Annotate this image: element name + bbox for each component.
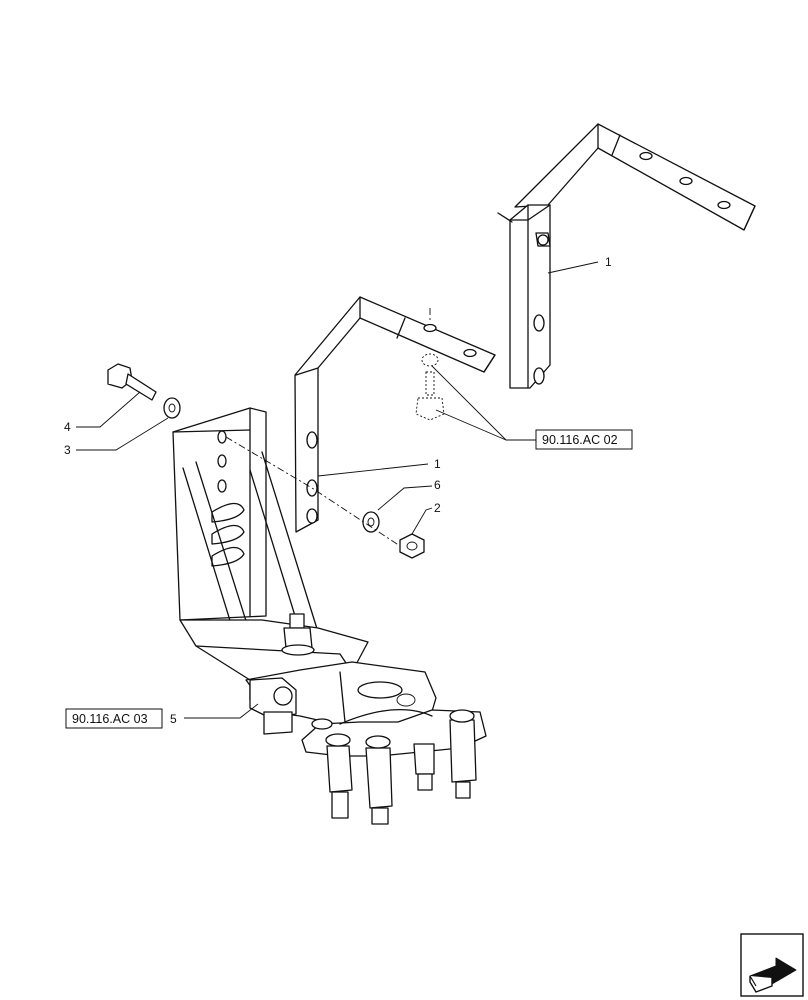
next-page-arrow-icon[interactable] [740,933,804,997]
callout-2: 2 [434,501,441,515]
callout-3: 3 [64,443,71,457]
leader-lines [76,261,599,719]
assembly-axis-line [225,436,401,547]
reference-box-ac02[interactable]: 90.116.AC 02 [535,429,633,450]
rear-bracket-part [497,123,756,389]
callout-5: 5 [170,712,177,726]
reference-box-ac03[interactable]: 90.116.AC 03 [65,708,163,729]
left-bolt-hardware [107,363,181,419]
callout-4: 4 [64,420,71,434]
callout-1-front: 1 [434,457,441,471]
front-bracket-part [294,296,496,533]
svg-text:90.116.AC 03: 90.116.AC 03 [72,712,148,726]
upper-hardware-set [415,308,445,421]
main-support-bracket [172,407,369,701]
svg-text:90.116.AC 02: 90.116.AC 02 [542,433,618,447]
right-nut-hardware [362,511,425,559]
callout-1-rear: 1 [605,255,612,269]
callout-6: 6 [434,478,441,492]
swivel-mount-assembly [245,661,487,825]
